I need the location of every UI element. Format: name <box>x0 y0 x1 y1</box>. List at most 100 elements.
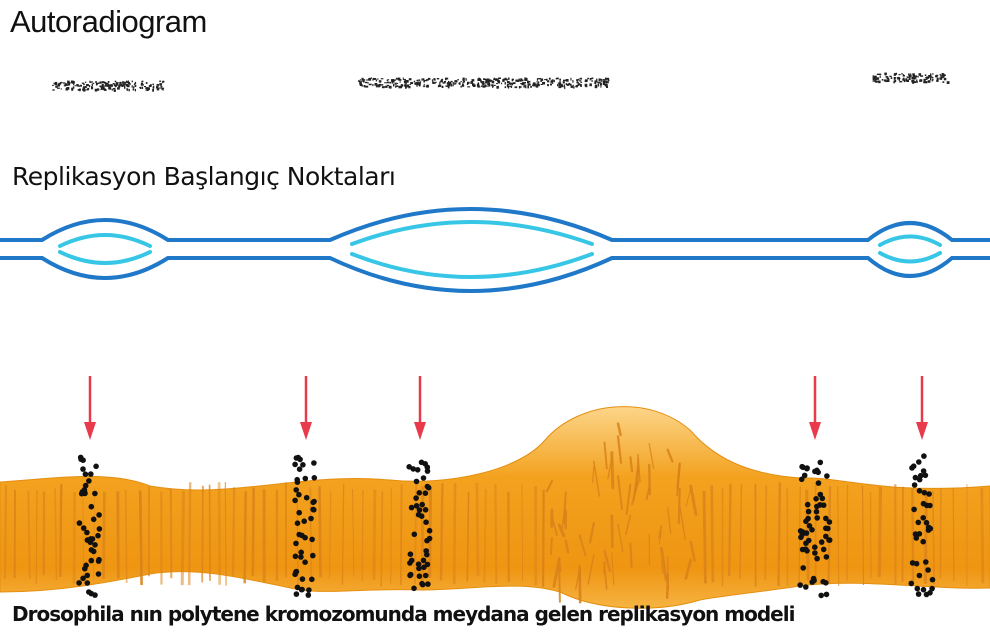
grain <box>527 86 529 88</box>
grain <box>393 79 394 81</box>
grain <box>395 83 397 85</box>
grain <box>519 87 520 89</box>
grain <box>546 79 548 81</box>
label-dot <box>299 533 305 539</box>
label-dot <box>293 541 299 547</box>
grain <box>91 87 93 90</box>
grain <box>410 82 413 84</box>
grain <box>375 83 377 86</box>
label-dot <box>824 554 830 560</box>
grain <box>139 87 141 88</box>
grain <box>135 85 137 87</box>
grain <box>453 84 456 85</box>
grain <box>511 83 513 86</box>
grain <box>603 79 606 81</box>
grain <box>519 80 521 82</box>
label-dot <box>407 560 413 566</box>
label-dot <box>422 461 428 467</box>
grain <box>142 87 143 89</box>
bubble-1-inner <box>60 235 150 263</box>
grain <box>595 86 597 88</box>
label-dot <box>806 538 812 544</box>
grain <box>146 82 148 84</box>
grain <box>113 88 116 89</box>
grain <box>579 80 581 81</box>
grain <box>924 79 925 81</box>
label-dot <box>423 573 429 579</box>
grain <box>126 81 127 82</box>
grain <box>89 85 90 87</box>
grain <box>877 74 880 75</box>
label-dot <box>294 477 300 483</box>
grain <box>598 85 599 86</box>
chromosome-band <box>253 488 254 576</box>
label-dot <box>89 547 95 553</box>
chromosome-band <box>171 489 172 579</box>
grain <box>557 84 558 86</box>
grain <box>149 85 152 87</box>
label-dot <box>818 460 824 466</box>
grain <box>442 79 443 81</box>
grain <box>467 82 470 84</box>
label-dot <box>415 467 421 473</box>
grain <box>68 83 70 85</box>
puff-stroke <box>559 567 560 602</box>
grain <box>116 82 119 84</box>
grain <box>398 78 401 81</box>
label-dot <box>309 577 315 583</box>
grain <box>389 86 391 89</box>
grain <box>577 82 579 83</box>
chromosome-band <box>454 483 455 584</box>
label-dot <box>80 466 86 472</box>
grain <box>887 80 890 82</box>
label-dot <box>300 462 306 468</box>
label-dot <box>412 532 418 538</box>
grain <box>937 78 939 81</box>
grain <box>571 86 574 88</box>
grain <box>563 81 565 83</box>
label-dot <box>917 477 923 483</box>
label-dot <box>910 560 916 566</box>
grain <box>873 75 874 78</box>
grain <box>424 80 427 81</box>
grain <box>483 83 484 84</box>
grain <box>133 86 135 88</box>
label-dot <box>812 550 818 556</box>
puff-stroke <box>630 544 631 568</box>
grain <box>394 79 396 80</box>
grain <box>387 82 389 84</box>
grain <box>85 82 86 83</box>
grain <box>528 83 529 86</box>
label-dot <box>915 586 921 592</box>
grain <box>491 84 493 86</box>
chromosome-band <box>104 492 105 579</box>
grain <box>564 86 565 89</box>
grain <box>426 86 429 88</box>
chromosome-band <box>320 486 321 577</box>
grain <box>364 85 366 87</box>
label-dot <box>916 459 922 465</box>
puff-stroke <box>667 575 668 598</box>
grain <box>549 78 551 80</box>
grain <box>941 78 942 80</box>
grain <box>400 81 401 82</box>
grain <box>538 81 540 83</box>
grain <box>601 81 602 82</box>
grain <box>82 83 85 84</box>
grain <box>440 80 443 82</box>
grain <box>589 83 592 86</box>
grain <box>157 88 160 90</box>
grain <box>87 88 89 90</box>
grain <box>375 78 377 80</box>
grain <box>108 81 110 83</box>
autoradiogram-track-3 <box>873 73 950 84</box>
chromosome-band <box>60 484 61 577</box>
origin-arrow-head-1 <box>84 422 96 440</box>
label-dot <box>804 548 810 554</box>
grain <box>124 86 125 88</box>
grain <box>554 80 555 82</box>
grain <box>387 85 389 86</box>
grain <box>132 85 133 87</box>
chromosome-band <box>829 486 830 584</box>
label-dot <box>424 552 430 558</box>
